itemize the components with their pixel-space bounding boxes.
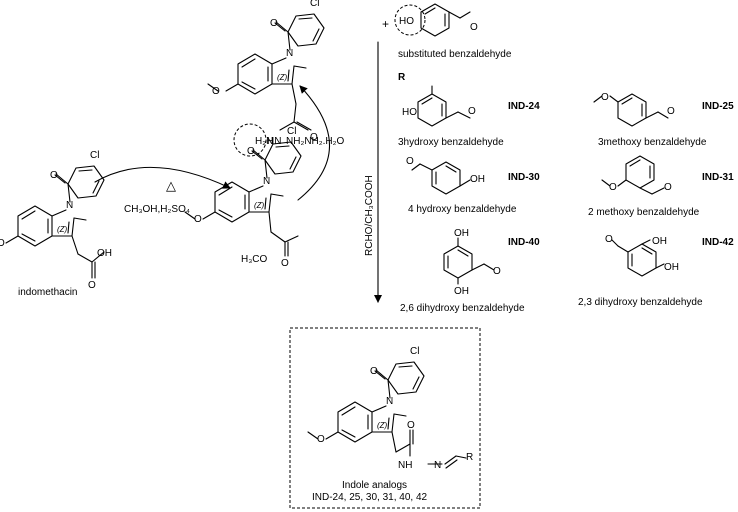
n-atom: N	[434, 460, 441, 471]
substituted-benzaldehyde-structure: HO O	[394, 3, 478, 37]
z-label: (Z)	[254, 201, 265, 210]
hydrazine-reagent: NH₂NH₂.H₂O	[286, 136, 345, 147]
compound-name: 2,3 dihydroxy benzaldehyde	[578, 297, 703, 308]
acid-reagent: RCHO/CH₃COOH	[364, 175, 375, 256]
indole-analog-structure: O NH N R N O Cl O (Z)	[307, 346, 473, 471]
o-atom: O	[88, 280, 96, 291]
compound-name: 3methoxy benzaldehyde	[598, 137, 707, 148]
hydrazide-structure: O H₂N HN N O Cl O (Z)	[207, 0, 325, 157]
ho-group: HO	[402, 107, 417, 118]
nh-group: NH	[398, 460, 412, 471]
compound-name: 3hydroxy benzaldehyde	[398, 137, 504, 148]
o-atom: O	[406, 156, 414, 167]
ho-highlight-circle	[394, 4, 426, 36]
oh-group: OH	[652, 236, 667, 247]
z-label: (Z)	[57, 225, 68, 234]
r-group: R	[466, 452, 473, 463]
compound-name: 2,6 dihydroxy benzaldehyde	[400, 303, 525, 314]
indole-analogs-label: Indole analogs	[342, 480, 407, 491]
o-atom: O	[247, 146, 255, 157]
esterification-reagent: CH₃OH,H₂SO₄	[124, 204, 190, 215]
compound-ind-31: O O IND-31 2 methoxy benzaldehyde	[588, 155, 734, 218]
o-atom: O	[194, 214, 202, 225]
compound-name: 2 methoxy benzaldehyde	[588, 207, 700, 218]
compound-id: IND-40	[508, 237, 540, 248]
ho-group: HO	[399, 16, 414, 27]
hydrazine-arrow	[297, 85, 330, 201]
compound-id: IND-25	[702, 101, 734, 112]
compound-id: IND-24	[508, 101, 540, 112]
h3co-group: H₃CO	[241, 254, 268, 265]
oh-group: OH	[664, 262, 679, 273]
o-atom: O	[667, 106, 675, 117]
o-atom: O	[468, 106, 476, 117]
methyl-ester-structure: H₃CO O N O Cl O (Z)	[184, 126, 302, 269]
hn-group: HN	[267, 136, 281, 147]
compound-ind-40: OH OH O IND-40 2,6 dihydroxy benzaldehyd…	[400, 228, 540, 314]
indomethacin-structure: OH O N O Cl O (Z)	[0, 150, 112, 291]
z-label: (Z)	[277, 73, 288, 82]
cl-atom: Cl	[310, 0, 319, 9]
cl-atom: Cl	[410, 346, 419, 357]
compound-id: IND-31	[702, 172, 734, 183]
oh-group: OH	[470, 174, 485, 185]
compound-ind-30: O OH IND-30 4 hydroxy benzaldehyde	[406, 156, 540, 215]
o-atom: O	[470, 22, 478, 33]
o-atom: O	[407, 420, 415, 431]
product-box	[289, 327, 481, 509]
n-atom: N	[286, 48, 293, 59]
o-atom: O	[310, 132, 318, 143]
compound-ind-25: O O IND-25 3methoxy benzaldehyde	[593, 92, 734, 148]
analog-ids-label: IND-24, 25, 30, 31, 40, 42	[312, 492, 428, 503]
oh-atom: OH	[97, 248, 112, 259]
compound-ind-24: HO O IND-24 3hydroxy benzaldehyde	[398, 85, 540, 148]
o-atom: O	[0, 238, 5, 249]
oh-group: OH	[454, 286, 469, 297]
compound-name: 4 hydroxy benzaldehyde	[408, 204, 517, 215]
o-atom: O	[664, 182, 672, 193]
cl-atom: Cl	[287, 126, 296, 137]
o-atom: O	[601, 92, 609, 103]
cl-atom: Cl	[90, 150, 99, 161]
o-atom: O	[50, 170, 58, 181]
o-atom: O	[270, 18, 278, 29]
o-atom: O	[212, 86, 220, 97]
o-atom: O	[605, 234, 613, 245]
plus-sign: +	[382, 17, 389, 31]
compound-ind-42: O OH OH IND-42 2,3 dihydroxy benzaldehyd…	[578, 234, 734, 308]
z-label: (Z)	[377, 421, 388, 430]
heat-symbol: △	[166, 178, 176, 193]
compound-id: IND-30	[508, 172, 540, 183]
indomethacin-label: indomethacin	[18, 287, 77, 298]
n-atom: N	[386, 396, 393, 407]
o-atom: O	[493, 266, 501, 277]
o-atom: O	[317, 434, 325, 445]
h2n-group: H₂N	[255, 136, 273, 147]
o-atom: O	[370, 366, 378, 377]
r-header: R	[398, 72, 406, 83]
oh-group: OH	[454, 228, 469, 239]
h2n-highlight-circle	[233, 123, 267, 157]
compound-id: IND-42	[702, 237, 734, 248]
esterification-arrow	[94, 166, 231, 189]
n-atom: N	[66, 200, 73, 211]
o-atom: O	[609, 182, 617, 193]
substituted-benzaldehyde-label: substituted benzaldehyde	[398, 49, 512, 60]
n-atom: N	[263, 176, 270, 187]
o-atom: O	[281, 258, 289, 269]
